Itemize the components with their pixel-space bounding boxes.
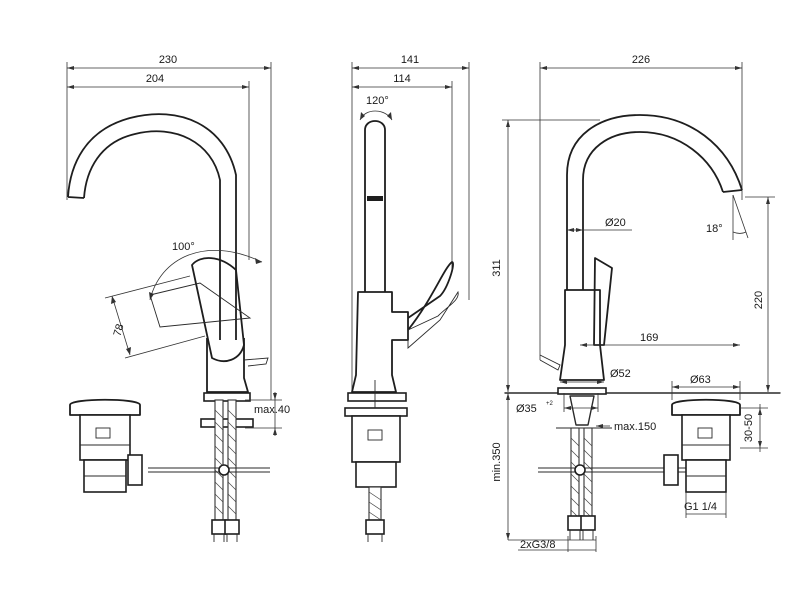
left-popup-rod <box>243 357 269 367</box>
mid-body <box>351 291 409 393</box>
dim-label-114: 114 <box>393 73 411 85</box>
dim-label-g114: G1 1/4 <box>684 501 717 513</box>
left-rod-clip <box>218 464 230 476</box>
dim-label-220: 220 <box>753 291 765 309</box>
right-body <box>559 289 605 381</box>
dimension-141: 141 <box>351 54 470 400</box>
mid-deck <box>347 392 407 402</box>
dimension-226: 226 <box>539 54 743 360</box>
left-under-plate <box>200 418 254 428</box>
dimension-311: 311 <box>491 119 600 392</box>
mid-lever <box>407 261 454 331</box>
dim-label-18deg: 18° <box>706 223 723 235</box>
dim-label-d35: Ø35 <box>516 403 537 415</box>
dimension-220: 220 <box>745 196 775 392</box>
dimension-114: 114 <box>352 73 453 270</box>
dim-label-d20: Ø20 <box>605 217 626 229</box>
dim-label-min350: min.350 <box>491 442 503 481</box>
mid-plug-top <box>344 407 408 417</box>
dim-label-tolerance: +2 <box>546 401 554 407</box>
left-waste-plug <box>69 398 143 493</box>
dim-label-141: 141 <box>401 54 419 66</box>
left-hoses <box>211 399 240 542</box>
dim-label-169: 169 <box>640 332 658 344</box>
dimension-78: 78 <box>104 275 206 359</box>
right-spout <box>566 114 743 290</box>
left-spout <box>67 113 237 340</box>
dim-label-311: 311 <box>491 259 503 277</box>
right-hoses <box>556 395 612 540</box>
left-front-view: 230 204 100° 78 <box>66 54 290 542</box>
right-waste-plug <box>663 398 741 493</box>
dimension-min350: min.350 <box>491 393 510 540</box>
mid-swivel-arc <box>359 110 393 121</box>
dim-label-max150: max.150 <box>614 421 656 433</box>
left-lever-ghost <box>149 282 252 328</box>
left-base <box>206 338 249 393</box>
left-deck-line <box>203 392 251 402</box>
mid-lever-ghost <box>407 290 459 349</box>
dimension-230: 230 <box>66 54 272 400</box>
mid-plug-body <box>351 415 401 463</box>
dim-label-100deg: 100° <box>172 241 195 253</box>
dim-label-230: 230 <box>159 54 177 66</box>
dim-label-204: 204 <box>146 73 164 85</box>
mid-spout-outlet <box>367 196 383 201</box>
dimension-204: 204 <box>67 73 250 260</box>
dim-label-78: 78 <box>112 323 127 338</box>
dim-label-226: 226 <box>632 54 650 66</box>
dim-label-d63: Ø63 <box>690 374 711 386</box>
dimension-169: 169 <box>580 332 740 347</box>
right-lever <box>593 257 613 346</box>
dim-label-max40: max.40 <box>254 404 290 416</box>
middle-side-view: 141 114 120° <box>344 54 470 542</box>
left-lever-arc <box>149 249 263 301</box>
mid-spout <box>364 120 386 292</box>
right-front-view: 226 311 Ø20 18° 220 <box>491 54 781 552</box>
dim-label-30-50: 30-50 <box>743 414 755 442</box>
dim-label-2xg38: 2xG3/8 <box>520 539 555 551</box>
dim-label-120deg: 120° <box>366 95 389 107</box>
dim-label-d52: Ø52 <box>610 368 631 380</box>
left-lever <box>191 257 245 362</box>
